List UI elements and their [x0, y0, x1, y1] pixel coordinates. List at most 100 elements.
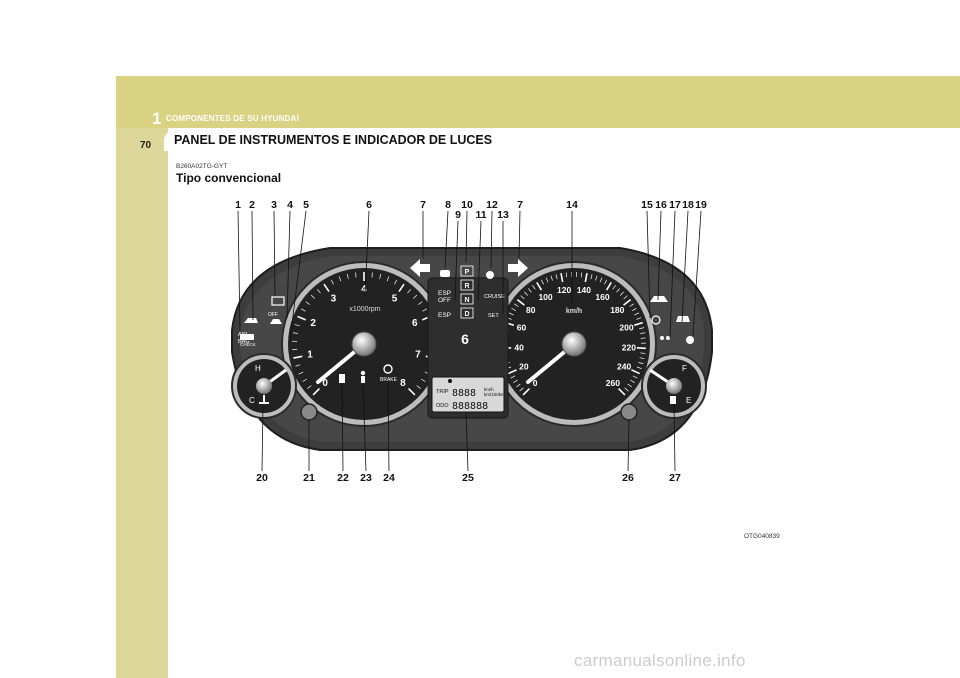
page-margin-band — [116, 128, 168, 678]
tacho-tick — [312, 387, 321, 396]
speedo-tick — [514, 303, 519, 307]
speedo-tick-label: 40 — [514, 342, 524, 352]
callout-leader — [490, 210, 493, 269]
speedo-tick — [640, 352, 646, 354]
callout-leader — [286, 210, 291, 319]
speedo-tick — [623, 295, 628, 300]
lcd-trip-label: TRIP — [436, 389, 449, 395]
callout-leader — [454, 220, 459, 301]
figure-code: OTG040839 — [744, 533, 780, 540]
callout-leader — [251, 210, 254, 321]
door-ajar-icon — [339, 374, 345, 383]
header-band — [116, 76, 960, 128]
speedo-tick — [639, 357, 645, 360]
callout-number: 10 — [461, 199, 473, 211]
airbag-indicator-bag: BAG — [238, 339, 250, 345]
speedo-tick — [623, 298, 632, 306]
gear-box — [460, 265, 474, 277]
tacho-tick — [407, 387, 416, 396]
callout-number: 19 — [695, 199, 707, 211]
speedo-tick-label: 140 — [577, 285, 591, 295]
temp-cold-label: C — [249, 396, 255, 405]
speedo-tick — [510, 375, 516, 379]
speedo-tick — [524, 291, 529, 296]
callout-leader — [362, 383, 367, 472]
callout-number: 9 — [455, 209, 461, 221]
section-code: B260A02TG-GYT — [176, 163, 228, 170]
traction-off-icon — [270, 319, 282, 324]
speedo-tick — [631, 369, 640, 375]
brake-indicator: BRAKE — [380, 377, 398, 383]
lcd-odo-label: ODO — [436, 403, 449, 409]
speedo-tick-label: 120 — [557, 285, 571, 295]
tacho-tick — [338, 276, 342, 282]
title-tab — [164, 129, 518, 151]
lcd-digits-bottom: 888888 — [452, 401, 488, 412]
speedo-tick-label: 200 — [619, 323, 633, 333]
tacho-tick-label: 2 — [310, 318, 316, 329]
temperature-gauge: H C — [231, 353, 297, 419]
gear-position-display: 6 — [461, 331, 469, 347]
front-fog-icon — [486, 271, 494, 279]
rear-fog-icon — [651, 315, 661, 325]
fuel-pump-icon — [670, 396, 676, 404]
callout-number: 7 — [420, 199, 426, 211]
speedo-tick-label: 180 — [610, 305, 624, 315]
airbag-indicator-air: AIR — [238, 332, 247, 338]
lcd-unit-1: km/h — [484, 387, 494, 392]
callout-leader — [673, 403, 676, 472]
callout-leader — [518, 210, 521, 259]
esp-off-indicator-2: OFF — [438, 297, 451, 304]
trip-reset-button[interactable] — [300, 403, 318, 421]
speedo-unit: km/h — [566, 308, 582, 315]
speedo-tick — [590, 274, 593, 280]
callout-number: 21 — [303, 472, 315, 484]
page-number: 70 — [140, 140, 152, 151]
speedo-tick — [605, 281, 612, 291]
speedo-tick — [634, 312, 640, 316]
gear-label-D: D — [464, 311, 469, 318]
speedo-tick — [527, 288, 532, 293]
battery-icon — [271, 296, 285, 306]
speedo-tick — [580, 272, 583, 278]
speedo-tick — [629, 303, 634, 307]
callout-leader — [465, 210, 468, 263]
fuel-empty-label: E — [686, 396, 691, 405]
speedo-tick-label: 260 — [606, 378, 620, 388]
tacho-tick — [416, 385, 421, 389]
check-indicator: CHECK — [240, 342, 256, 347]
callout-number: 6 — [366, 199, 372, 211]
speedo-tick-label: 0 — [533, 378, 538, 388]
engine-check-icon — [240, 334, 254, 340]
tacho-tick-label: 6 — [412, 318, 418, 329]
speedo-tick — [627, 383, 632, 388]
speedo-tick — [619, 291, 624, 296]
lcd-unit-2: km/100km — [484, 392, 505, 397]
lcd-odometer-display: TRIP ODO 8888 888888 km/h km/100km — [431, 376, 505, 413]
speedo-tick — [595, 275, 598, 281]
speedo-tick — [612, 285, 616, 290]
tacho-tick — [398, 283, 405, 293]
tacho-tick — [293, 355, 303, 359]
callout-number: 18 — [682, 199, 694, 211]
tacho-tick — [417, 301, 423, 305]
speedo-tick — [508, 369, 517, 375]
tacho-unit: x1000rpm — [349, 306, 380, 313]
speedo-tick — [632, 375, 638, 379]
turn-signal-left-icon — [410, 259, 430, 277]
tacho-tick — [346, 273, 349, 279]
speedo-tick — [616, 288, 621, 293]
callout-leader — [681, 210, 689, 323]
turn-signal-right-icon — [508, 259, 528, 277]
callout-number: 15 — [641, 199, 653, 211]
callout-leader — [465, 411, 469, 472]
section-title: COMPONENTES DE SU HYUNDAI — [166, 114, 300, 123]
esp-off-indicator-1: ESP — [438, 290, 451, 297]
speedo-tick — [536, 281, 543, 291]
tacho-tick — [295, 364, 301, 367]
tacho-tick — [302, 378, 308, 382]
